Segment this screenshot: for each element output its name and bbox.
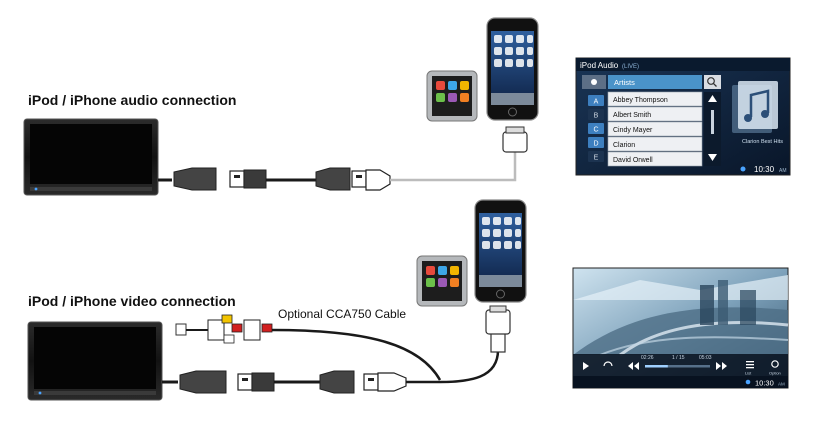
video-connection-title: iPod / iPhone video connection	[28, 293, 236, 309]
list-item-label: Clarion	[613, 142, 635, 149]
album-art	[732, 81, 778, 133]
list-item[interactable]	[607, 106, 703, 122]
dock-connector-audio	[502, 131, 528, 153]
status-clock: 10:30	[755, 379, 774, 388]
dock-connector-video	[490, 331, 506, 353]
list-item[interactable]	[607, 151, 703, 167]
list-button[interactable]: List	[745, 361, 754, 376]
category-selector[interactable]	[608, 75, 702, 89]
gear-icon	[771, 360, 779, 368]
ipod-nano-video	[416, 255, 468, 307]
status-meridiem: AM	[779, 168, 787, 174]
person-icon	[591, 79, 597, 85]
rca-white-plug	[223, 334, 235, 344]
next-track-icon[interactable]	[716, 362, 727, 370]
iphone-video	[474, 199, 527, 303]
scroll-down-icon[interactable]	[708, 154, 717, 161]
play-icon[interactable]	[583, 362, 589, 370]
total-time: 05:03	[699, 355, 712, 361]
dock-cable-audio	[390, 150, 517, 182]
usb-socket-video	[319, 370, 355, 394]
usb-plug-video-b	[363, 373, 379, 391]
svg-text:E: E	[594, 155, 599, 162]
status-meridiem: AM	[778, 382, 785, 387]
repeat-icon[interactable]	[603, 361, 613, 367]
music-note-icon	[749, 89, 770, 117]
index-letter-b[interactable]	[588, 109, 604, 120]
index-letter-c[interactable]	[588, 123, 604, 134]
alpha-index: A B C D E	[588, 95, 604, 162]
search-icon	[707, 77, 715, 85]
svg-text:D: D	[593, 141, 598, 148]
head-unit-video	[27, 321, 163, 401]
elapsed-time: 02:26	[641, 355, 654, 361]
search-button[interactable]	[704, 75, 721, 89]
optional-cable-label: Optional CCA750 Cable	[278, 307, 406, 321]
video-usb-cable	[162, 305, 511, 394]
usb-plug-audio-a	[229, 170, 245, 188]
status-clock: 10:30	[754, 165, 775, 174]
category-label: Artists	[614, 78, 635, 87]
option-label: Option	[769, 371, 781, 376]
list-item-label: David Orwell	[613, 157, 653, 164]
head-unit-audio	[23, 118, 159, 196]
list-item[interactable]	[607, 121, 703, 137]
index-letter-e[interactable]	[588, 151, 604, 162]
usb-extension-jack-video	[179, 370, 227, 394]
list-item-label: Abbey Thompson	[613, 97, 668, 104]
usb-socket-audio	[315, 167, 351, 191]
scroll-thumb[interactable]	[711, 110, 714, 134]
bluetooth-icon	[740, 166, 746, 172]
rca-yellow-plug	[221, 314, 233, 324]
audio-connection-title: iPod / iPhone audio connection	[28, 92, 236, 108]
list-label: List	[745, 371, 752, 376]
list-item-label: Cindy Mayer	[613, 127, 653, 134]
list-item-label: Albert Smith	[613, 112, 651, 119]
usb-plug-video-a	[237, 373, 253, 391]
iphone-audio	[486, 17, 539, 121]
track-number: 1 / 15	[672, 355, 685, 361]
index-letter-d[interactable]	[588, 137, 604, 148]
usb-plug-audio-b	[351, 170, 367, 188]
rca-red-plug	[231, 323, 243, 333]
svg-text:A: A	[594, 99, 599, 106]
progress-fill	[645, 365, 668, 368]
rca-av-cable	[175, 314, 442, 381]
svg-text:B: B	[594, 113, 599, 120]
option-button[interactable]: Option	[769, 360, 781, 376]
ipod-nano-audio	[426, 70, 478, 122]
ipod-audio-screen: iPod Audio (LIVE) Artists A B C D E Abbe…	[575, 57, 791, 176]
index-letter-a[interactable]	[588, 95, 604, 106]
usb-extension-jack-audio	[173, 167, 217, 191]
artist-list: Abbey Thompson Albert Smith Cindy Mayer …	[607, 91, 703, 167]
list-item[interactable]	[607, 136, 703, 152]
svg-text:C: C	[593, 127, 598, 134]
list-item[interactable]	[607, 91, 703, 107]
progress-track[interactable]	[645, 365, 710, 368]
screen-title: iPod Audio	[580, 61, 619, 70]
audio-usb-cable	[158, 126, 528, 191]
bluetooth-icon	[745, 379, 751, 385]
video-playback-screen: 02:26 1 / 15 05:03 List Option 10:30 AM	[572, 267, 789, 389]
screen-subtitle: (LIVE)	[622, 64, 639, 70]
previous-track-icon[interactable]	[628, 362, 639, 370]
album-caption: Clarion Best Hits	[742, 139, 783, 145]
scroll-up-icon[interactable]	[708, 95, 717, 102]
